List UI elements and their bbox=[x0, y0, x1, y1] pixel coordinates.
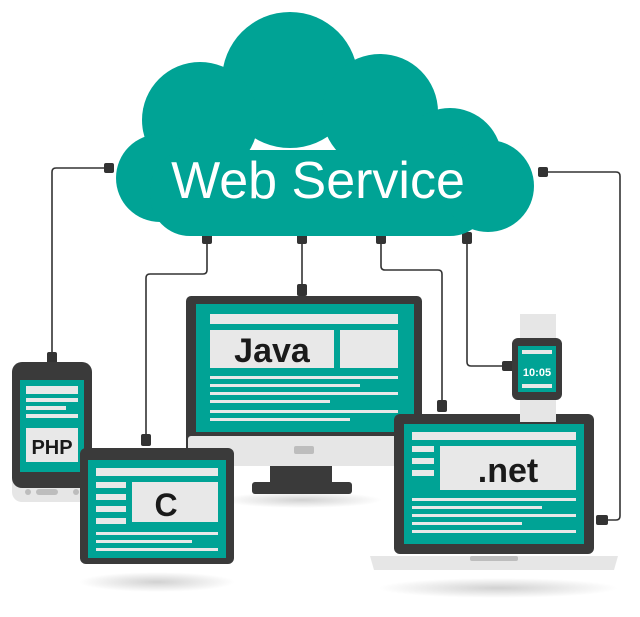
shadow bbox=[79, 572, 235, 592]
wire-laptop bbox=[380, 240, 443, 402]
desktop-monitor bbox=[186, 296, 422, 494]
laptop bbox=[370, 414, 618, 570]
shadow bbox=[378, 578, 618, 598]
wire-watch bbox=[466, 240, 506, 367]
phone-label: PHP bbox=[31, 437, 72, 459]
connector bbox=[437, 400, 447, 412]
connector bbox=[596, 515, 608, 525]
shadow bbox=[222, 492, 382, 508]
tablet bbox=[80, 448, 234, 564]
connection-wires bbox=[51, 167, 621, 521]
watch-time: 10:05 bbox=[523, 367, 551, 379]
connector bbox=[538, 167, 548, 177]
laptop-label: .net bbox=[478, 452, 538, 490]
tablet-label: C bbox=[154, 487, 177, 523]
connector bbox=[141, 434, 151, 446]
wire-right bbox=[546, 171, 621, 521]
cloud-label: Web Service bbox=[171, 152, 465, 210]
monitor-label: Java bbox=[234, 332, 311, 370]
connector bbox=[462, 232, 472, 244]
smartphone bbox=[12, 362, 92, 502]
cloud bbox=[116, 12, 534, 236]
smartwatch bbox=[512, 314, 562, 422]
wire-phone bbox=[51, 167, 108, 360]
connector bbox=[297, 284, 307, 296]
connector bbox=[104, 163, 114, 173]
wire-tablet bbox=[145, 240, 208, 440]
connector bbox=[502, 361, 514, 371]
connector bbox=[47, 352, 57, 364]
